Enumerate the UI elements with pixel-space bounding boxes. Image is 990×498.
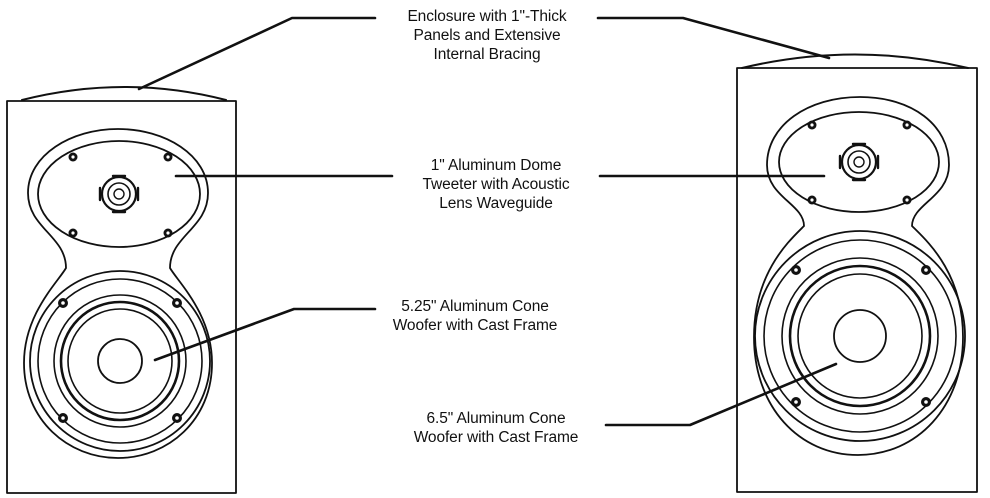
left-speaker-cabinet [6, 100, 237, 494]
left-tweeter [98, 174, 140, 214]
leader-enclosure-right [596, 16, 831, 60]
callout-tweeter-line2: Tweeter with Acoustic [422, 176, 570, 193]
right-speaker [736, 53, 978, 493]
right-speaker-baffle-outline [753, 96, 964, 456]
leader-woofer-large [604, 362, 838, 427]
callout-enclosure-line3: Internal Bracing [433, 46, 541, 63]
right-speaker-top-cap [741, 53, 969, 69]
callout-woofer-large: 6.5" Aluminum Cone Woofer with Cast Fram… [385, 409, 607, 447]
left-woofer [29, 270, 211, 452]
callout-woofer-small: 5.25" Aluminum Cone Woofer with Cast Fra… [367, 297, 583, 335]
callout-enclosure-line2: Panels and Extensive [413, 27, 561, 44]
callout-enclosure-line1: Enclosure with 1"-Thick [407, 8, 567, 25]
left-speaker-baffle-outline [23, 128, 213, 459]
right-tweeter-screws [807, 120, 912, 205]
right-speaker-cabinet [736, 67, 978, 493]
callout-woofer-small-line2: Woofer with Cast Frame [392, 317, 558, 334]
left-speaker [6, 86, 237, 494]
left-woofer-screws [58, 298, 182, 423]
right-tweeter [838, 142, 880, 182]
callout-woofer-large-line1: 6.5" Aluminum Cone [426, 410, 566, 427]
leader-enclosure-left [137, 16, 377, 91]
leader-woofer-small [153, 307, 377, 362]
right-tweeter-plate [778, 111, 940, 213]
callout-tweeter-line3: Lens Waveguide [439, 195, 553, 212]
callout-woofer-large-line2: Woofer with Cast Frame [413, 429, 579, 446]
left-speaker-top-cap [21, 86, 227, 101]
callout-tweeter-line1: 1" Aluminum Dome [430, 157, 562, 174]
leader-lines [137, 16, 838, 427]
callout-enclosure: Enclosure with 1"-Thick Panels and Exten… [373, 7, 601, 64]
right-woofer [754, 230, 966, 442]
callout-woofer-small-line1: 5.25" Aluminum Cone [401, 298, 549, 315]
callout-tweeter: 1" Aluminum Dome Tweeter with Acoustic L… [390, 156, 602, 213]
left-tweeter-screws [68, 152, 173, 238]
left-tweeter-plate [37, 140, 201, 248]
